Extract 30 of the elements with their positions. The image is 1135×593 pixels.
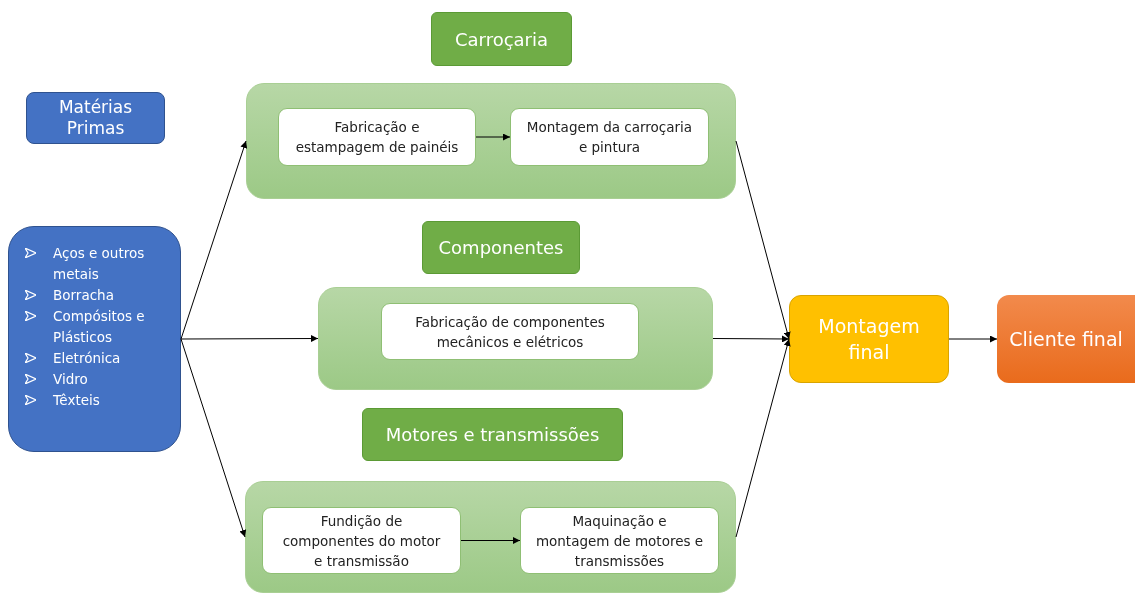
list-item: Compósitos e Plásticos [53,307,146,347]
list-item: Borracha [53,286,114,305]
process-box: Montagem da carroçaria e pintura [510,108,709,166]
arrow [712,335,790,343]
process-box: Fundição de componentes do motor e transmissão [262,507,461,574]
arrow [180,338,247,538]
process-box: Montagem final [789,295,949,383]
list-item: Aços e outros metais [53,244,146,284]
list-item: Vidro [53,370,88,389]
section-header: Motores e transmissões [362,408,623,461]
title-box: Matérias Primas [26,92,165,144]
process-box: Maquinação e montagem de motores e transmissões [520,507,719,574]
group-panel [245,481,736,593]
process-box: Fabricação e estampagem de painéis [278,108,476,166]
materials-list-box [8,226,181,452]
arrow [948,335,998,343]
section-header: Componentes [422,221,580,274]
arrow [735,338,791,538]
end-box: Cliente final [997,295,1135,383]
arrow [180,335,319,343]
group-panel [318,287,713,390]
group-panel [246,83,736,199]
section-header: Carroçaria [431,12,572,66]
arrow [475,133,511,141]
arrow [735,140,791,340]
arrow [460,537,521,544]
list-item: Têxteis [53,391,100,410]
process-box: Fabricação de componentes mecânicos e elétricos [381,303,639,360]
list-item: Eletrónica [53,349,121,368]
arrow [180,140,248,340]
